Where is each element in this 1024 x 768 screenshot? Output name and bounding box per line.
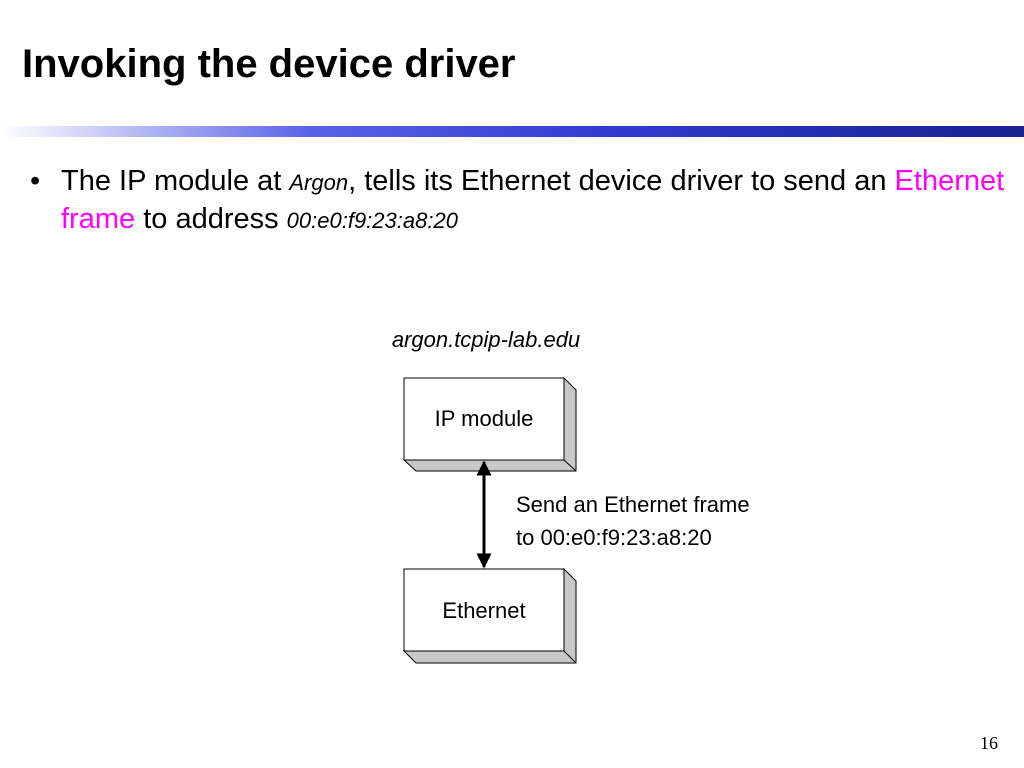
ethernet-box-face (403, 568, 565, 652)
ethernet-box: Ethernet (402, 567, 577, 664)
ip-module-box: IP module (402, 376, 577, 472)
bullet-point: • The IP module at Argon, tells its Ethe… (30, 163, 1005, 239)
mac-address: 00:e0:f9:23:a8:20 (286, 208, 458, 233)
annotation-line-2: to 00:e0:f9:23:a8:20 (516, 525, 712, 550)
bullet-text-part-3: to address (135, 203, 287, 235)
host-name: Argon (289, 170, 349, 195)
bullet-text-part-2: , tells its Ethernet device driver to se… (348, 165, 895, 197)
ip-module-box-face (403, 377, 565, 461)
bullet-dot-icon: • (30, 165, 41, 197)
highlighted-term: Ethernet frame (61, 165, 1005, 235)
annotation-line-1: Send an Ethernet frame (516, 492, 750, 517)
bullet-text-part-1: The IP module at (61, 165, 290, 197)
ethernet-label: Ethernet (442, 598, 525, 623)
title-divider (0, 126, 1024, 137)
bullet-text: The IP module at Argon, tells its Ethern… (61, 163, 1005, 239)
slide-title: Invoking the device driver (22, 42, 516, 86)
page-number: 16 (980, 733, 998, 753)
host-label: argon.tcpip-lab.edu (392, 327, 580, 352)
ip-module-label: IP module (435, 406, 534, 431)
